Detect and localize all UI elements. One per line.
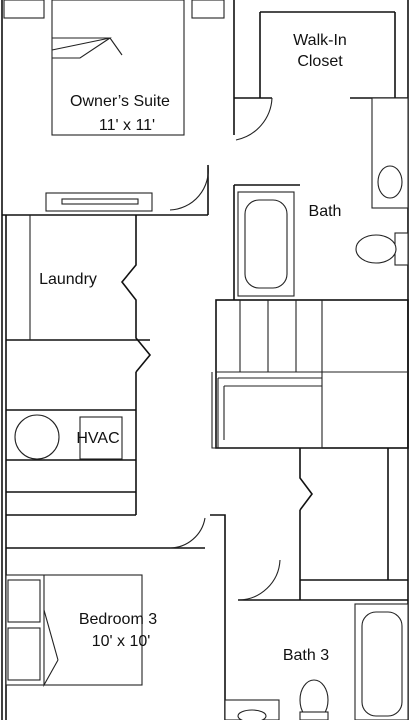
- hall-angled-wall: [299, 448, 313, 511]
- bath3-door-swing: [237, 559, 281, 601]
- water-heater: [14, 414, 60, 460]
- bath3-toilet: [299, 679, 329, 720]
- bedroom3-pillow-bottom: [7, 627, 41, 681]
- laundry: Laundry: [29, 215, 97, 340]
- owners-suite: Owner’s Suite 11' x 11': [3, 0, 225, 136]
- staircase: [211, 299, 409, 449]
- hvac-label: HVAC: [76, 430, 119, 447]
- walk-in-closet-label-line1: Walk-In: [293, 32, 347, 49]
- closet-door-swing: [235, 97, 273, 141]
- owners-bed-sheet: [52, 37, 112, 59]
- walk-in-closet: Walk-In Closet: [235, 32, 347, 141]
- owners-bed: [51, 0, 185, 136]
- owners-bath-label: Bath: [309, 203, 342, 220]
- laundry-label: Laundry: [39, 271, 97, 288]
- bedroom3-pillow-top: [7, 579, 41, 623]
- walk-in-closet-label-line2: Closet: [297, 53, 343, 70]
- bedroom3-door-swing: [169, 517, 206, 549]
- owners-suite-size: 11' x 11': [99, 117, 155, 134]
- owners-suite-name: Owner’s Suite: [70, 93, 170, 110]
- owners-pillow-right: [191, 0, 225, 19]
- bath-3-label: Bath 3: [283, 647, 329, 664]
- bath-door-swing: [169, 164, 209, 211]
- owners-bath: Bath: [169, 97, 409, 297]
- owners-pillow-left: [3, 0, 45, 19]
- hvac: HVAC: [14, 414, 123, 460]
- owners-toilet: [355, 232, 409, 266]
- bath-3: Bath 3: [224, 559, 409, 720]
- linen-shelf: [45, 192, 153, 212]
- bedroom-3-name: Bedroom 3: [79, 611, 157, 628]
- bedroom-3: Bedroom 3 10' x 10': [5, 517, 206, 688]
- hvac-unit: [79, 416, 123, 460]
- bedroom-3-size: 10' x 10': [92, 633, 151, 650]
- vanity-sink: [377, 165, 403, 199]
- hall-angled-wall-2: [210, 514, 226, 548]
